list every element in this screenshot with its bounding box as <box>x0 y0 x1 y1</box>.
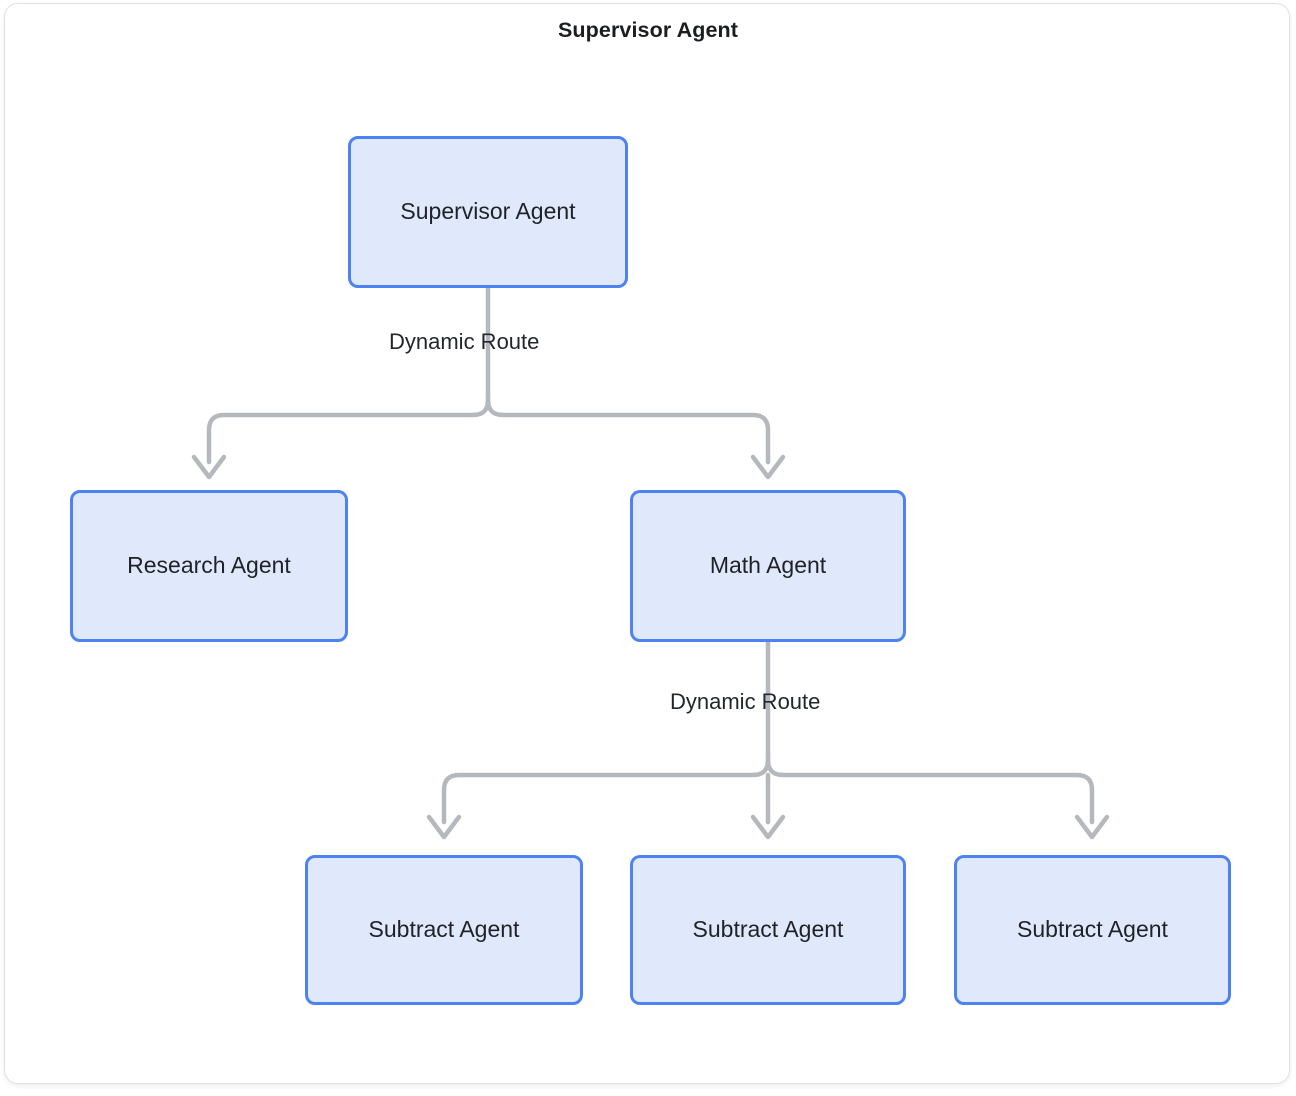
node-subtract-agent-3[interactable]: Subtract Agent <box>954 855 1231 1005</box>
node-label: Subtract Agent <box>1017 916 1168 943</box>
node-label: Math Agent <box>709 552 827 579</box>
edge-label-dynamic-route-bottom: Dynamic Route <box>670 689 821 714</box>
node-research-agent[interactable]: Research Agent <box>70 490 348 642</box>
node-supervisor-agent[interactable]: Supervisor Agent <box>348 136 628 288</box>
page-title: Supervisor Agent <box>557 18 738 42</box>
node-math-agent[interactable]: Math Agent <box>630 490 906 642</box>
node-label: Supervisor Agent <box>400 198 576 225</box>
node-subtract-agent-2[interactable]: Subtract Agent <box>630 855 906 1005</box>
node-label: Subtract Agent <box>692 916 844 943</box>
node-label: Research Agent <box>127 552 291 579</box>
node-subtract-agent-1[interactable]: Subtract Agent <box>305 855 583 1005</box>
edge-label-dynamic-route-top: Dynamic Route <box>389 329 540 354</box>
node-label: Subtract Agent <box>368 916 520 943</box>
